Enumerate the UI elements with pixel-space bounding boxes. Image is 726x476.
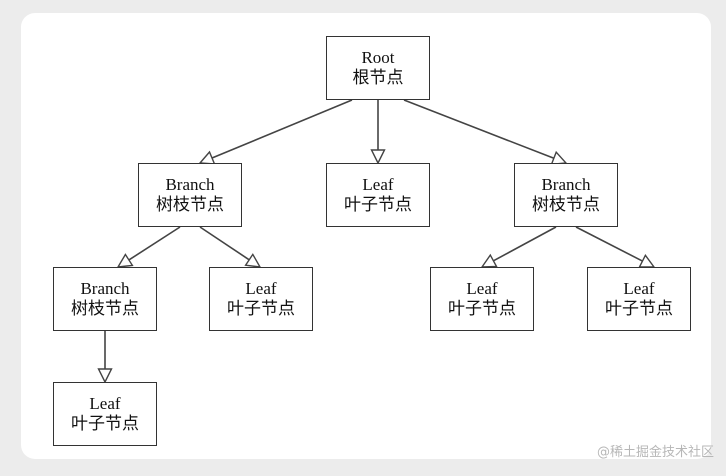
node-branch-right-sublabel: 树枝节点 [532,195,600,215]
edge-line-root-b2 [403,99,555,160]
node-branch-right: Branch 树枝节点 [514,163,618,227]
node-leaf-far-right-label: Leaf [623,279,655,298]
edge-arrowhead-b2-l3 [480,253,498,268]
edge-arrowhead-b1-l2 [244,253,262,268]
node-leaf-center-label: Leaf [362,175,394,194]
node-root: Root 根节点 [326,36,430,100]
node-leaf-bottom-sublabel: 叶子节点 [71,414,139,434]
edge-arrowhead-root-l1 [370,149,386,165]
edge-arrowhead-b3-l5 [97,368,113,384]
node-leaf-mid-left-label: Leaf [245,279,277,298]
edge-line-b1-b3 [128,226,181,261]
node-leaf-mid-right-sublabel: 叶子节点 [448,299,516,319]
edge-line-root-b1 [211,99,353,159]
node-leaf-center-sublabel: 叶子节点 [344,195,412,215]
node-leaf-mid-right-label: Leaf [466,279,498,298]
node-branch-left: Branch 树枝节点 [138,163,242,227]
edge-arrowhead-b1-b3 [116,253,134,268]
node-root-label: Root [361,48,395,67]
node-leaf-mid-left-sublabel: 叶子节点 [227,299,295,319]
node-branch-lower-left-sublabel: 树枝节点 [71,299,139,319]
node-root-sublabel: 根节点 [352,68,404,88]
watermark: @稀土掘金技术社区 [596,445,714,460]
node-leaf-center: Leaf 叶子节点 [326,163,430,227]
node-branch-right-label: Branch [541,175,591,194]
node-leaf-far-right-sublabel: 叶子节点 [605,299,673,319]
node-branch-lower-left-label: Branch [80,279,130,298]
edge-line-b2-l3 [493,226,557,262]
node-leaf-bottom: Leaf 叶子节点 [53,382,157,446]
node-leaf-far-right: Leaf 叶子节点 [587,267,691,331]
node-leaf-mid-right: Leaf 叶子节点 [430,267,534,331]
node-branch-left-label: Branch [165,175,215,194]
edge-line-b1-l2 [199,226,250,261]
node-branch-left-sublabel: 树枝节点 [156,195,224,215]
node-branch-lower-left: Branch 树枝节点 [53,267,157,331]
edge-line-b2-l4 [575,226,643,262]
node-leaf-mid-left: Leaf 叶子节点 [209,267,313,331]
edge-arrowhead-b2-l4 [638,253,656,268]
node-leaf-bottom-label: Leaf [89,394,121,413]
